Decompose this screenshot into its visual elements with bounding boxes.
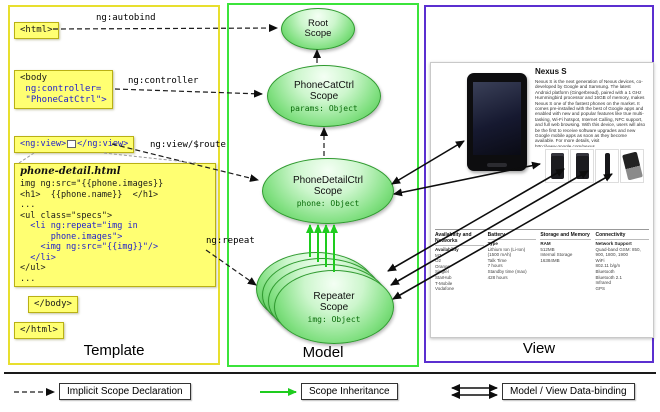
code-line: phone.images"> — [20, 231, 123, 242]
phone-detail-filename: phone-detail.html — [20, 166, 121, 177]
ng-view-placeholder-icon — [67, 139, 77, 148]
phone-detail-code-lines: img ng:src="{{phone.images}}<h1> {{phone… — [20, 179, 210, 284]
code-line: <img ng:src="{{img}}"/> — [20, 242, 159, 252]
code-line: </ul> — [20, 263, 46, 273]
phone-home-button — [487, 163, 507, 167]
phone-thumb-open-icon — [621, 151, 643, 181]
ng-view-open-tag: <ng:view> — [20, 139, 67, 149]
template-panel-title: Template — [83, 342, 145, 359]
repeater-scope-ellipse: Repeater Scope img: Object — [274, 270, 394, 344]
spec-row: Quad-band GSM: 850, 900, 1800, 1900 — [595, 246, 641, 258]
spec-header: Connectivity — [595, 232, 649, 240]
phonedetail-scope-ellipse: PhoneDetailCtrl Scope phone: Object — [262, 158, 394, 224]
code-line: <html> — [20, 25, 53, 35]
code-line: <body — [20, 73, 48, 83]
spec-header: Storage and Memory — [540, 232, 592, 240]
html-close-tag-box: </html> — [14, 322, 64, 339]
phone-title: Nexus S — [535, 67, 567, 76]
legend-binding-label: Model / View Data-binding — [502, 383, 635, 400]
code-line: </html> — [20, 325, 58, 335]
scope-name: Scope — [304, 28, 332, 39]
code-line: <ul class="specs"> — [20, 210, 113, 221]
scope-name: Repeater — [313, 290, 355, 302]
scope-name: Scope — [309, 90, 339, 102]
code-line: ng:controller= — [20, 84, 102, 94]
spec-header: Battery — [487, 232, 537, 240]
code-line: <h1> {{phone.name}} </h1> — [20, 189, 159, 200]
code-line: <li ng:repeat="img in — [20, 221, 138, 231]
ng-view-tag-box: <ng:view> </ng:view> — [14, 136, 135, 153]
code-line: img ng:src="{{phone.images}} — [20, 179, 164, 189]
ng-repeat-label: ng:repeat — [206, 236, 255, 246]
ng-autobind-label: ng:autobind — [96, 13, 156, 23]
template-panel: Template — [8, 5, 220, 365]
ng-view-close-tag: </ng:view> — [77, 139, 129, 149]
thumbnail — [595, 149, 619, 183]
code-line: </li> — [20, 252, 56, 263]
ng-view-route-label: ng:view/$route — [150, 140, 226, 150]
scope-name: PhoneCatCtrl — [293, 79, 355, 91]
scope-property: phone: Object — [296, 198, 360, 208]
phone-thumb-front-icon — [550, 153, 564, 179]
scope-name: Scope — [313, 185, 343, 197]
phone-screen — [473, 82, 521, 155]
body-close-tag-box: </body> — [28, 296, 78, 313]
scope-name: Scope — [319, 301, 349, 313]
scope-property: params: Object — [290, 103, 358, 113]
code-line: ... — [20, 273, 36, 284]
code-line: ... — [20, 200, 36, 210]
body-open-tag-box: <body ng:controller= "PhoneCatCtrl"> — [14, 70, 113, 109]
phone-detail-code-box: phone-detail.html img ng:src="{{phone.im… — [14, 163, 216, 287]
thumbnail — [570, 149, 594, 183]
phone-description: Nexus S is the next generation of Nexus … — [535, 79, 646, 147]
thumbnail — [620, 149, 644, 183]
scope-name: Root — [307, 17, 329, 29]
phone-thumb-front-icon — [575, 153, 589, 179]
root-scope-ellipse: Root Scope — [281, 8, 355, 50]
phone-hero-image — [467, 73, 527, 171]
spec-row: Vodafone — [435, 286, 455, 292]
ng-controller-label: ng:controller — [128, 76, 199, 86]
code-line: </body> — [34, 299, 72, 309]
spec-row: Lithium Ion (Li-Ion) (1500 mAh) — [487, 246, 526, 258]
scope-property: img: Object — [307, 314, 361, 324]
code-line: "PhoneCatCtrl"> — [20, 95, 107, 105]
scope-name: PhoneDetailCtrl — [292, 174, 364, 186]
model-panel-title: Model — [302, 344, 344, 361]
legend-implicit-label: Implicit Scope Declaration — [59, 383, 191, 400]
thumbnail — [545, 149, 569, 183]
phonecat-scope-ellipse: PhoneCatCtrl Scope params: Object — [267, 65, 381, 127]
spec-row: 428 hours — [487, 274, 508, 280]
spec-row: GPS — [595, 285, 605, 291]
spec-header: Availability and Networks — [435, 232, 484, 246]
legend-inheritance-label: Scope Inheritance — [301, 383, 398, 400]
phone-thumb-side-icon — [604, 153, 610, 179]
repeater-scope-stack: Repeater Scope img: Object — [256, 252, 396, 344]
html-open-tag-box: <html> — [14, 22, 59, 39]
view-page: Nexus S Nexus S is the next generation o… — [430, 62, 654, 338]
legend-divider — [4, 372, 656, 374]
spec-row: Network Support — [595, 241, 632, 246]
view-panel-title: View — [522, 340, 556, 357]
spec-row: 16384MB — [540, 257, 560, 263]
